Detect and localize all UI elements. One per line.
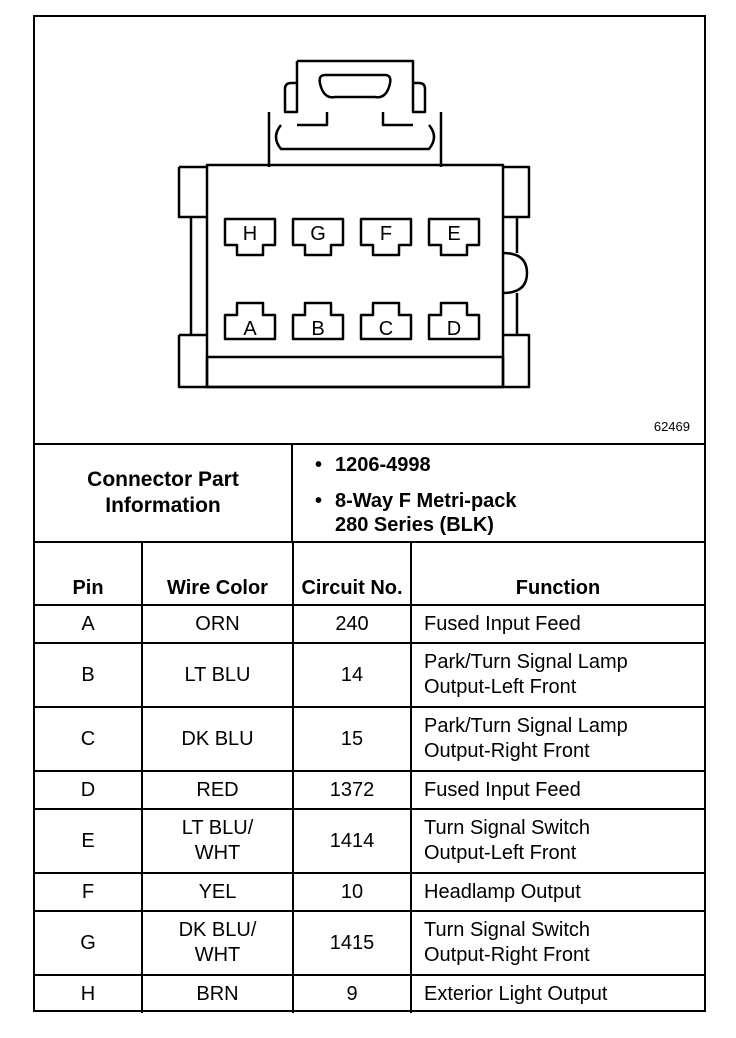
cavity-outline-g xyxy=(291,217,345,257)
circuit-cell: 9 xyxy=(292,974,412,1013)
function-cell: Fused Input Feed xyxy=(410,604,704,644)
function-cell: Exterior Light Output xyxy=(410,974,704,1013)
pin-label-g: G xyxy=(310,223,326,245)
cavity-outline-e xyxy=(427,217,481,257)
cavity-outline-d xyxy=(427,301,481,341)
pin-cell: B xyxy=(35,642,143,708)
latch-ramp xyxy=(274,124,436,151)
connector-diagram: H G F E A B C D 62469 xyxy=(35,17,704,443)
circuit-cell: 10 xyxy=(292,872,412,912)
circuit-cell: 14 xyxy=(292,642,412,708)
pin-label-a: A xyxy=(243,318,257,340)
pin-table-header: Pin Wire Color Circuit No. Function xyxy=(35,543,704,606)
circuit-cell: 1372 xyxy=(292,770,412,810)
cavity-outline-c xyxy=(359,301,413,341)
wire-color-cell: DK BLU xyxy=(141,706,294,772)
pin-cell: F xyxy=(35,872,143,912)
part-info-list: • 1206-4998 • 8-Way F Metri-pack 280 Ser… xyxy=(293,445,704,541)
keying-notch xyxy=(502,251,529,295)
figure-id: 62469 xyxy=(653,419,690,434)
latch-slot xyxy=(318,73,392,99)
wire-color-cell: ORN xyxy=(141,604,294,644)
part-number: • 1206-4998 xyxy=(315,454,431,476)
pin-cell: C xyxy=(35,706,143,772)
pin-label-c: C xyxy=(379,318,393,340)
circuit-cell: 1415 xyxy=(292,910,412,976)
header-wire-color: Wire Color xyxy=(141,543,294,606)
pin-label-d: D xyxy=(447,318,461,340)
connector-type: • 8-Way F Metri-pack 280 Series (BLK) xyxy=(315,490,517,536)
wire-color-cell: LT BLU xyxy=(141,642,294,708)
function-cell: Fused Input Feed xyxy=(410,770,704,810)
cavity-outline-b xyxy=(291,301,345,341)
circuit-cell: 240 xyxy=(292,604,412,644)
cavity-outline-f xyxy=(359,217,413,257)
connector-face-drawing: H G F E A B C D xyxy=(177,59,531,389)
circuit-cell: 15 xyxy=(292,706,412,772)
wire-color-cell: DK BLU/WHT xyxy=(141,910,294,976)
connector-part-information: Connector Part Information • 1206-4998 •… xyxy=(35,443,704,543)
cavity-outline-a xyxy=(223,301,277,341)
pin-label-b: B xyxy=(311,318,324,340)
part-info-heading: Connector Part Information xyxy=(35,445,293,541)
pin-label-h: H xyxy=(243,223,257,245)
pin-label-f: F xyxy=(380,223,392,245)
pin-cell: E xyxy=(35,808,143,874)
cavity-outline-h xyxy=(223,217,277,257)
circuit-cell: 1414 xyxy=(292,808,412,874)
header-function: Function xyxy=(410,543,704,606)
function-cell: Headlamp Output xyxy=(410,872,704,912)
pin-cell: G xyxy=(35,910,143,976)
wire-color-cell: LT BLU/WHT xyxy=(141,808,294,874)
latch-tab xyxy=(283,59,427,114)
connector-housing xyxy=(205,163,505,389)
pin-label-e: E xyxy=(447,223,460,245)
pin-cell: D xyxy=(35,770,143,810)
header-circuit: Circuit No. xyxy=(292,543,412,606)
wire-color-cell: BRN xyxy=(141,974,294,1013)
pin-cell: A xyxy=(35,604,143,644)
wire-color-cell: YEL xyxy=(141,872,294,912)
header-pin: Pin xyxy=(35,543,143,606)
wire-color-cell: RED xyxy=(141,770,294,810)
connector-sheet: H G F E A B C D 62469 Connector Part Inf… xyxy=(33,15,706,1013)
pin-cell: H xyxy=(35,974,143,1013)
